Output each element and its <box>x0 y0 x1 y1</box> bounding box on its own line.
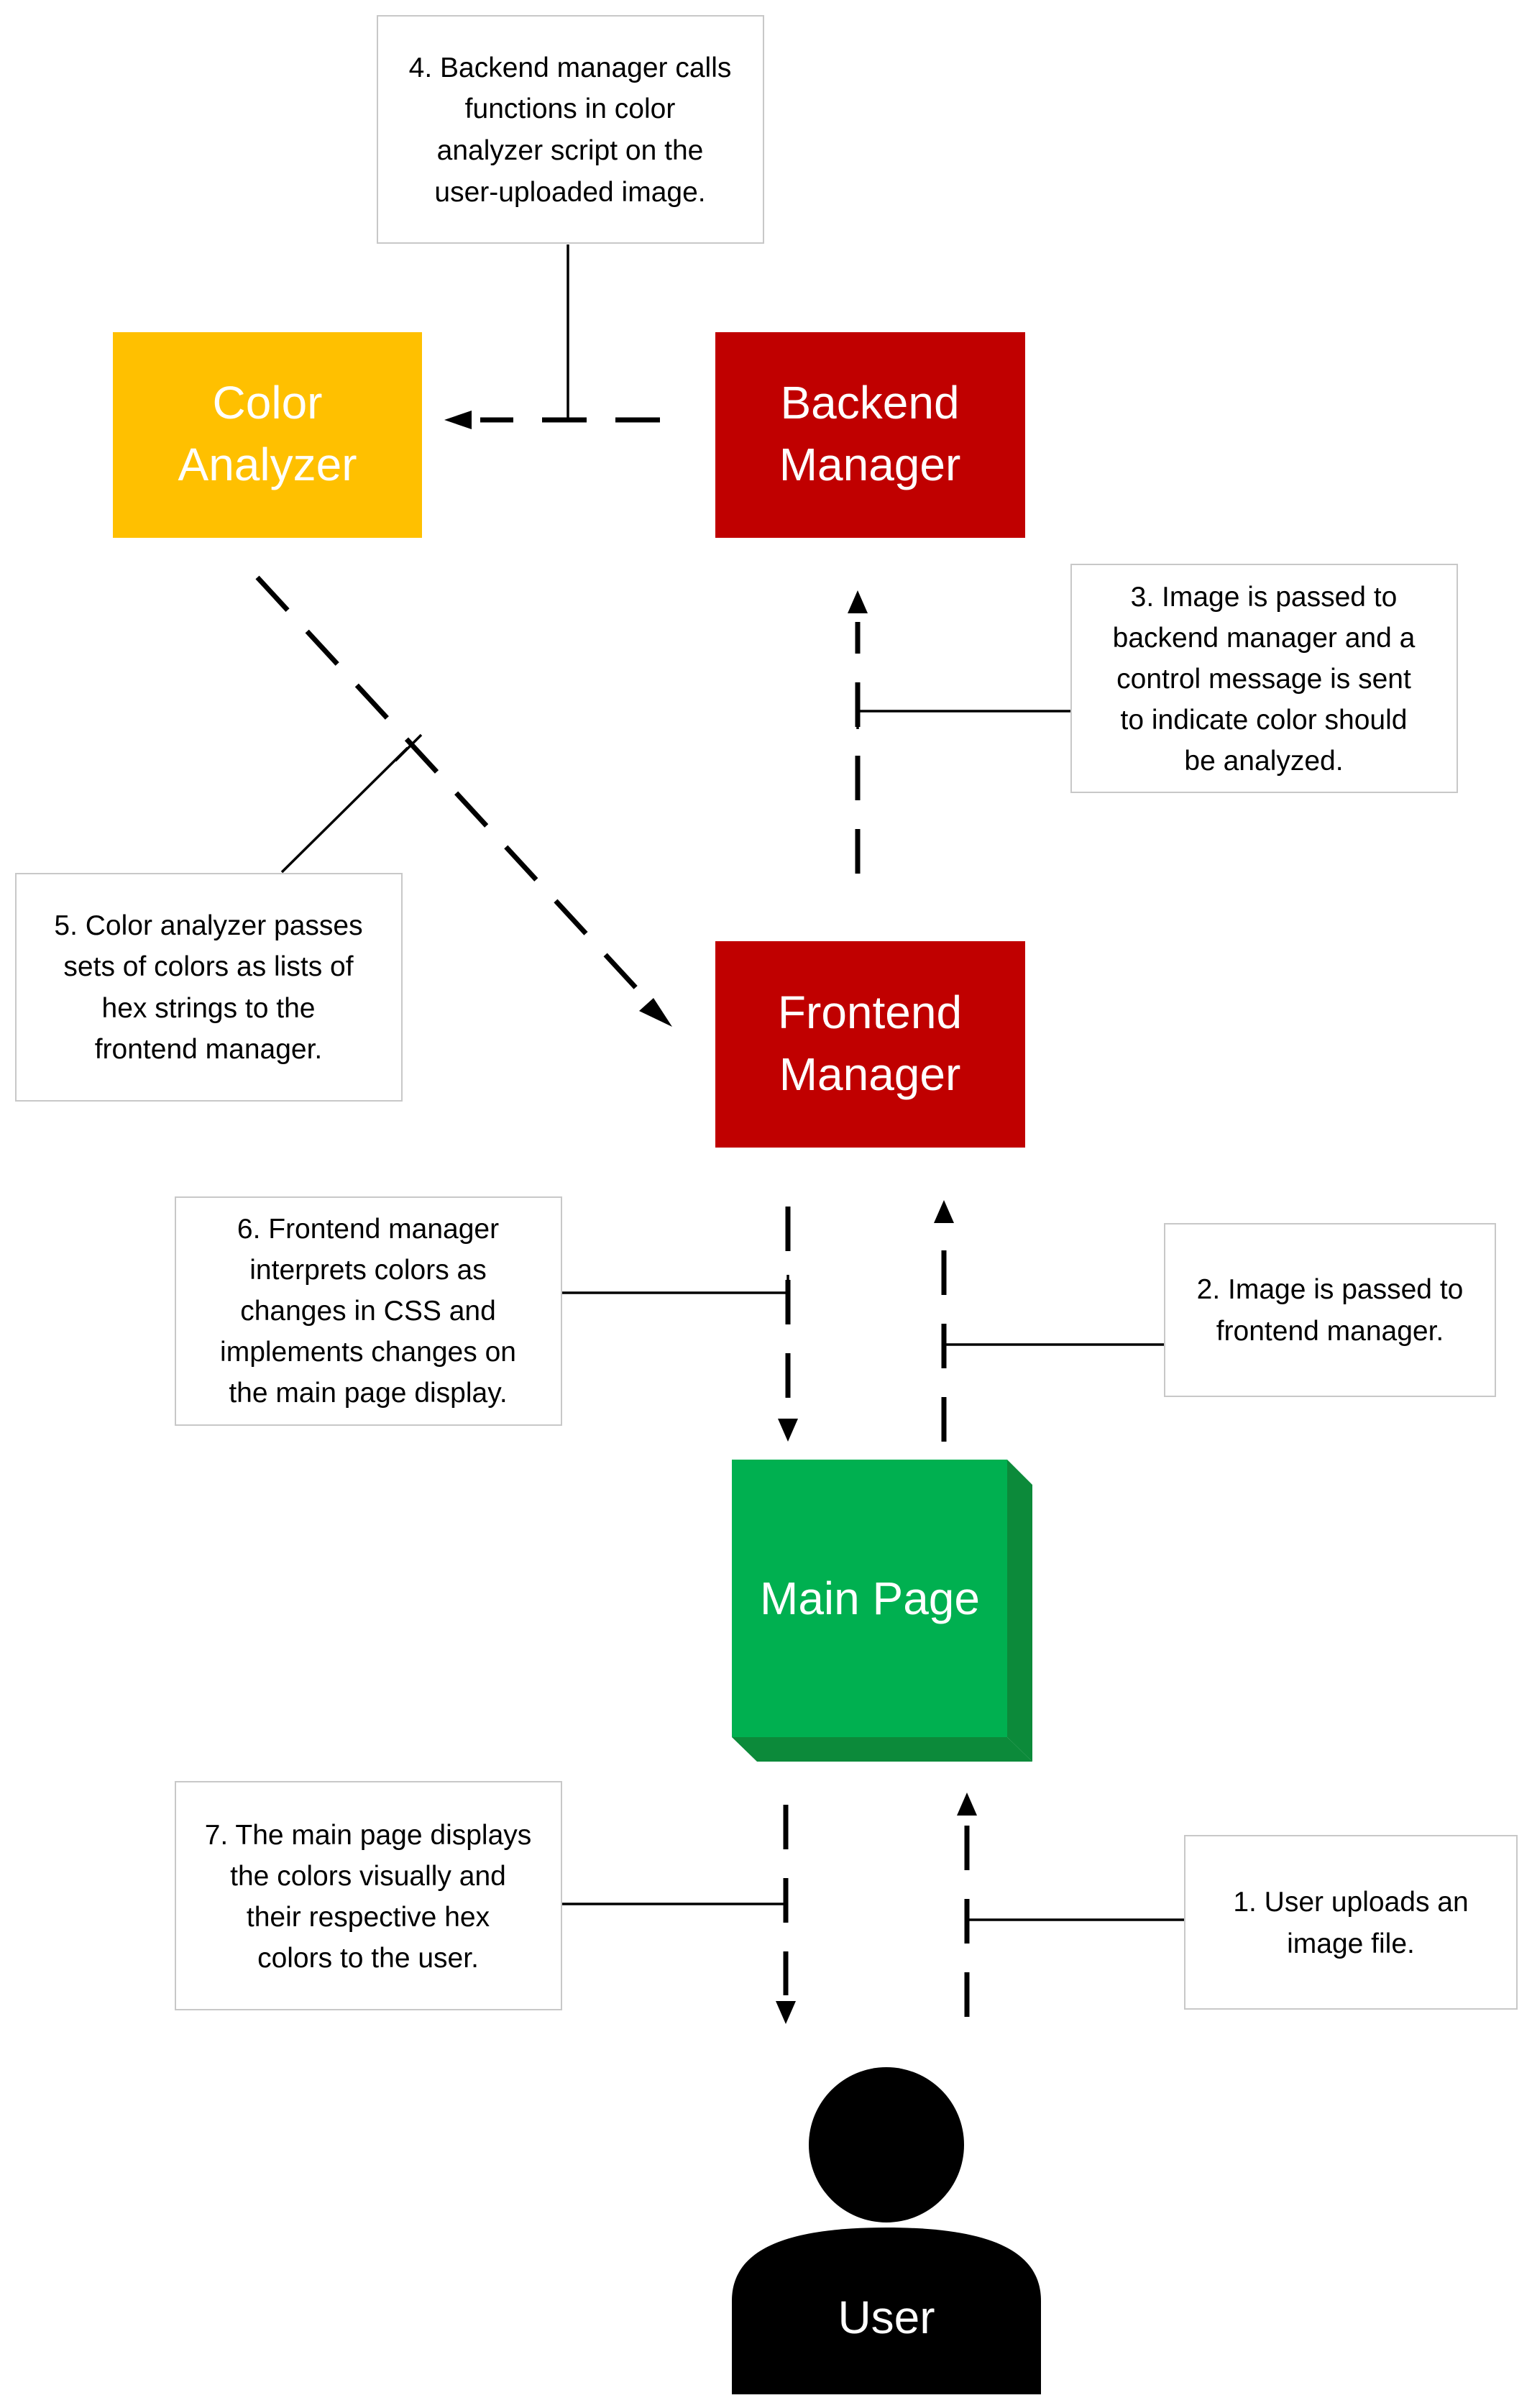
note-step3-box <box>1070 564 1458 793</box>
person-icon <box>732 2228 1041 2394</box>
note-step4-line1: 4. Backend manager calls <box>409 52 732 83</box>
backend-manager-node: Backend Manager <box>715 332 1025 538</box>
note-step7-box <box>175 1781 562 2010</box>
note-step4-line2: functions in color <box>465 93 676 124</box>
note-step4: 4. Backend manager calls functions in co… <box>377 15 764 244</box>
user-node: User <box>732 2067 1041 2394</box>
color-analyzer-label-line1: Color <box>213 377 323 429</box>
note-step4-line4: user-uploaded image. <box>434 177 705 208</box>
note-step3-line5: be analyzed. <box>1184 746 1343 777</box>
note-step6-box <box>175 1196 562 1426</box>
note-step3-line4: to indicate color should <box>1121 705 1408 736</box>
note-step3-line2: backend manager and a <box>1113 623 1416 654</box>
note-step6-line5: the main page display. <box>229 1378 507 1409</box>
note-step5-box <box>15 873 403 1102</box>
note-step1-line1: 1. User uploads an <box>1233 1887 1468 1918</box>
main-page-label: Main Page <box>760 1572 980 1624</box>
note-step4-box <box>377 15 764 244</box>
note-step6-line4: implements changes on <box>220 1337 516 1368</box>
note-step2: 2. Image is passed to frontend manager. <box>1164 1223 1496 1397</box>
note-step6-line1: 6. Frontend manager <box>237 1214 499 1245</box>
note-step5: 5. Color analyzer passes sets of colors … <box>15 873 403 1102</box>
note-step7-line2: the colors visually and <box>230 1861 506 1892</box>
note-step5-line1: 5. Color analyzer passes <box>54 910 362 941</box>
note-step1-line2: image file. <box>1287 1928 1415 1959</box>
note-step7: 7. The main page displays the colors vis… <box>175 1781 562 2010</box>
backend-manager-box <box>715 332 1025 538</box>
main-page-node: Main Page <box>732 1460 1032 1762</box>
note-step3: 3. Image is passed to backend manager an… <box>1070 564 1458 793</box>
note-step7-line3: their respective hex <box>247 1902 490 1933</box>
arrow-frontend-to-backend <box>848 590 868 874</box>
color-analyzer-label-line2: Analyzer <box>178 439 357 490</box>
person-icon-head <box>809 2067 964 2222</box>
note-step3-line3: control message is sent <box>1116 664 1411 695</box>
frontend-manager-node: Frontend Manager <box>715 941 1025 1148</box>
frontend-manager-label-line1: Frontend <box>778 986 962 1038</box>
note-step7-line1: 7. The main page displays <box>205 1820 532 1851</box>
color-analyzer-box <box>113 332 422 538</box>
main-page-bottom-face <box>732 1737 1032 1762</box>
note-step2-line2: frontend manager. <box>1216 1316 1444 1347</box>
note-step7-line4: colors to the user. <box>257 1943 479 1974</box>
color-analyzer-node: Color Analyzer <box>113 332 422 538</box>
note-step3-line1: 3. Image is passed to <box>1131 582 1398 613</box>
note-step5-line2: sets of colors as lists of <box>63 951 353 982</box>
note-step4-line3: analyzer script on the <box>437 135 704 166</box>
note-step6-line2: interprets colors as <box>249 1255 486 1286</box>
note-step5-line3: hex strings to the <box>102 993 316 1024</box>
arrow-main-page-to-frontend <box>934 1200 954 1442</box>
note-step1-box <box>1184 1835 1518 2010</box>
user-label: User <box>838 2292 935 2343</box>
note-step2-line1: 2. Image is passed to <box>1197 1274 1464 1305</box>
backend-manager-label-line2: Manager <box>779 439 961 490</box>
frontend-manager-box <box>715 941 1025 1148</box>
arrow-frontend-to-main-page <box>778 1207 798 1442</box>
note-step1: 1. User uploads an image file. <box>1184 1835 1518 2010</box>
note-step2-box <box>1164 1223 1496 1397</box>
note-step6-line3: changes in CSS and <box>240 1296 496 1327</box>
backend-manager-label-line1: Backend <box>780 377 959 429</box>
frontend-manager-label-line2: Manager <box>779 1048 961 1100</box>
leader-lines <box>280 244 1185 1938</box>
main-page-side-face <box>1007 1460 1032 1762</box>
arrow-color-analyzer-to-frontend <box>255 575 672 1027</box>
note-step6: 6. Frontend manager interprets colors as… <box>175 1196 562 1426</box>
main-page-box <box>732 1460 1007 1737</box>
note-step5-line4: frontend manager. <box>95 1034 323 1065</box>
